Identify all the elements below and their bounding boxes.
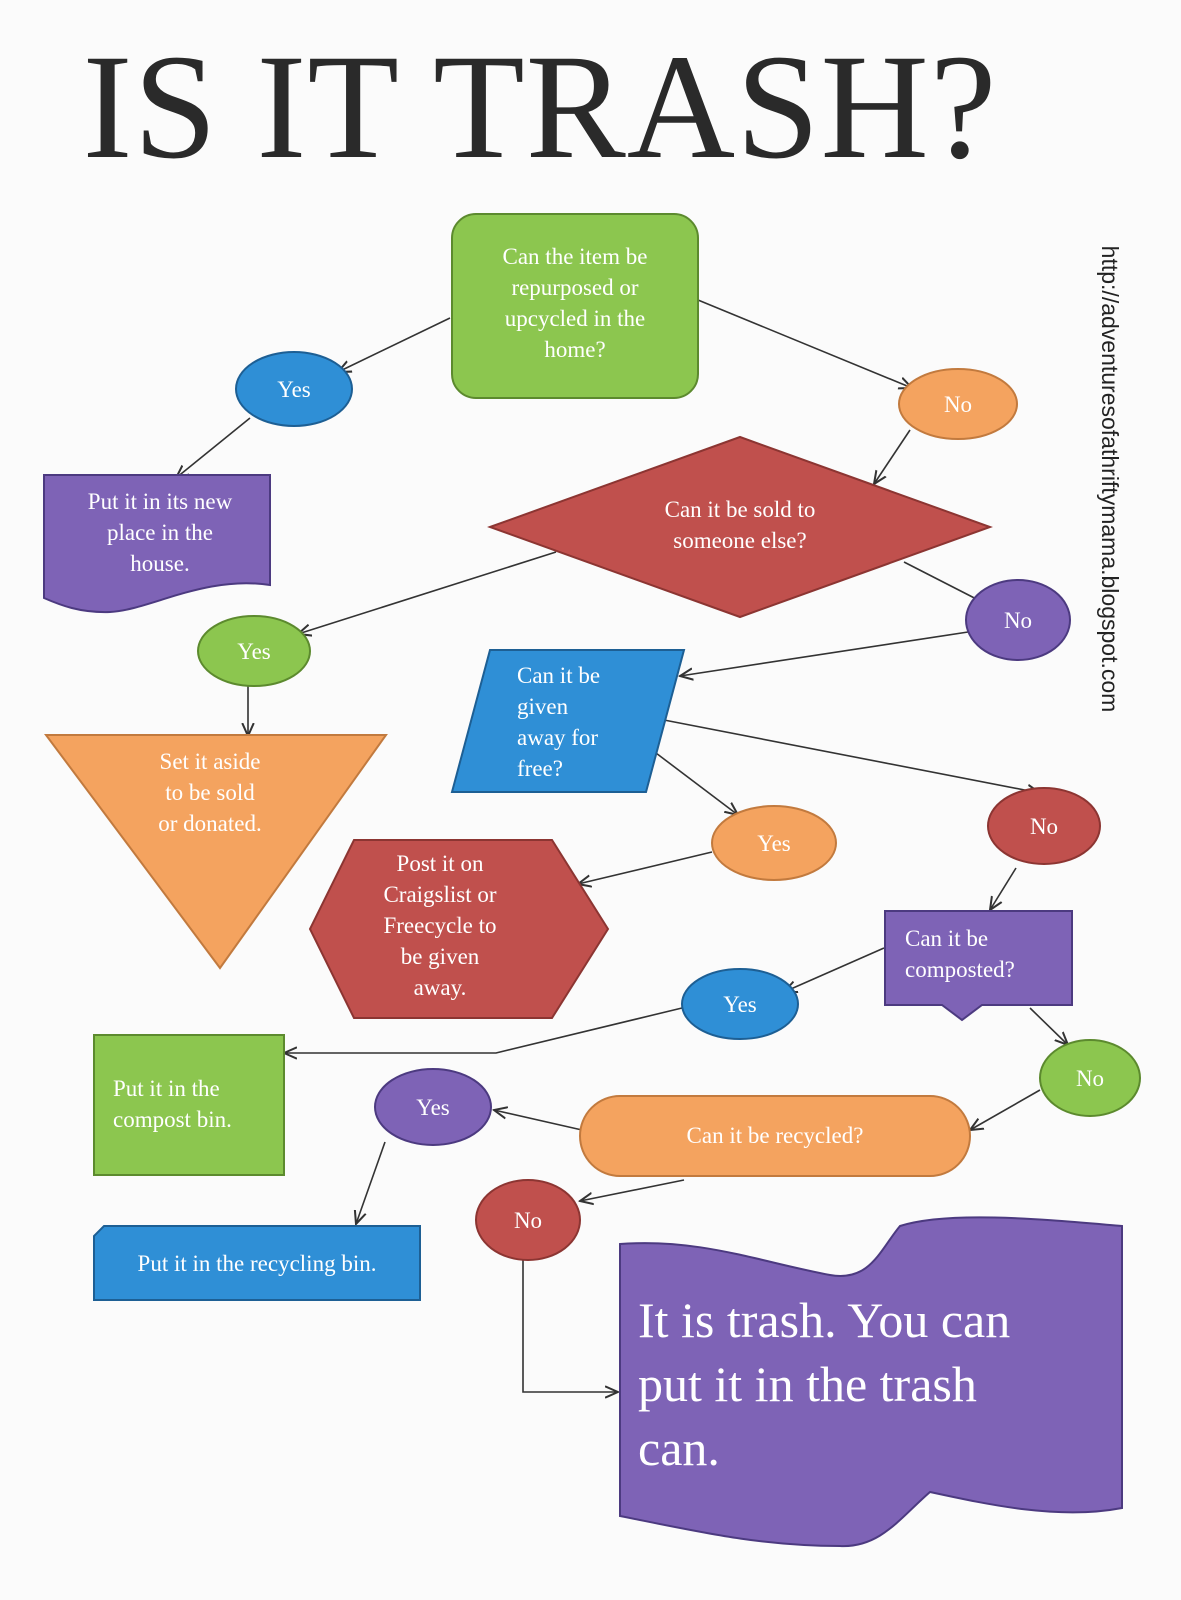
yes-label-5: Yes	[416, 1095, 450, 1120]
yes-bubble-1	[235, 351, 353, 427]
sold-question-label: Can it be sold to someone else?	[664, 497, 816, 553]
arrow-sold-to-yes2	[298, 551, 557, 634]
arrow-given-to-no3	[663, 719, 1040, 793]
trash-message: It is trash. You can put it in the trash…	[638, 1292, 1011, 1476]
recycled-question-capsule	[579, 1095, 971, 1177]
composted-question-callout	[884, 910, 1073, 1022]
trash-banner-shape	[619, 1216, 1123, 1548]
arrow-recycled-to-yes5	[494, 1110, 583, 1131]
compost-bin-box	[93, 1034, 285, 1176]
connector-arrows	[176, 299, 1068, 1392]
no-bubble-2	[965, 579, 1071, 661]
recycling-bin-card	[93, 1225, 421, 1301]
arrow-no4-to-recycled-question	[970, 1089, 1041, 1130]
arrow-no3-to-composted-question	[990, 867, 1017, 910]
arrow-recycled-to-no5	[580, 1179, 685, 1201]
recycling-bin-label: Put it in the recycling bin.	[137, 1251, 377, 1276]
recycled-question-label: Can it be recycled?	[686, 1123, 864, 1148]
compost-bin-label: Put it in the compost bin.	[113, 1076, 232, 1132]
no-label-1: No	[943, 392, 973, 417]
no-label-4: No	[1075, 1066, 1105, 1091]
arrow-question1-to-no1	[697, 299, 912, 388]
set-aside-label: Set it aside to be sold or donated.	[158, 749, 262, 836]
post-it-hexagon	[308, 839, 610, 1019]
new-place-document-shape	[43, 474, 271, 614]
yes-bubble-2	[197, 615, 311, 687]
arrow-yes1-to-new-place	[176, 417, 251, 478]
arrow-yes4-to-compost-bin	[284, 1007, 683, 1053]
arrow-no5-to-trash	[522, 1260, 618, 1392]
given-question-label: Can it be given away for free?	[517, 663, 601, 781]
no-bubble-4	[1039, 1039, 1141, 1117]
yes-bubble-3	[711, 805, 837, 881]
repurpose-question-label: Can the item be repurposed or upcycled i…	[502, 244, 648, 362]
yes-label-4: Yes	[723, 992, 757, 1017]
set-aside-triangle	[44, 734, 388, 970]
no-label-5: No	[513, 1208, 543, 1233]
yes-bubble-5	[374, 1068, 492, 1146]
arrow-yes3-to-post-it	[578, 851, 713, 884]
no-label-3: No	[1029, 814, 1059, 839]
page-title: IS IT TRASH?	[82, 24, 998, 190]
arrow-given-to-yes3	[651, 749, 738, 815]
no-label-2: No	[1003, 608, 1033, 633]
no-bubble-5	[475, 1179, 581, 1261]
composted-question-label: Can it be composted?	[905, 926, 1015, 982]
yes-bubble-4	[681, 968, 799, 1040]
arrow-composted-to-no4	[1029, 1007, 1068, 1045]
sold-question-diamond	[487, 435, 993, 619]
source-url-vertical: http://adventuresofathriftymama.blogspot…	[1097, 245, 1123, 713]
yes-label-1: Yes	[277, 377, 311, 402]
no-bubble-3	[987, 787, 1101, 865]
arrow-composted-to-yes4	[784, 947, 885, 992]
yes-label-3: Yes	[757, 831, 791, 856]
yes-label-2: Yes	[237, 639, 271, 664]
arrow-yes5-to-recycling-bin	[356, 1141, 386, 1224]
arrow-no2-to-given-question	[680, 631, 969, 676]
arrow-no1-to-sold-question	[874, 429, 911, 484]
new-place-label: Put it in its new place in the house.	[87, 489, 233, 576]
no-bubble-1	[898, 368, 1018, 440]
repurpose-question-box	[451, 213, 699, 399]
arrow-question1-to-yes1	[338, 317, 451, 372]
post-it-label: Post it on Craigslist or Freecycle to be…	[383, 851, 497, 1000]
given-question-parallelogram	[450, 649, 686, 793]
